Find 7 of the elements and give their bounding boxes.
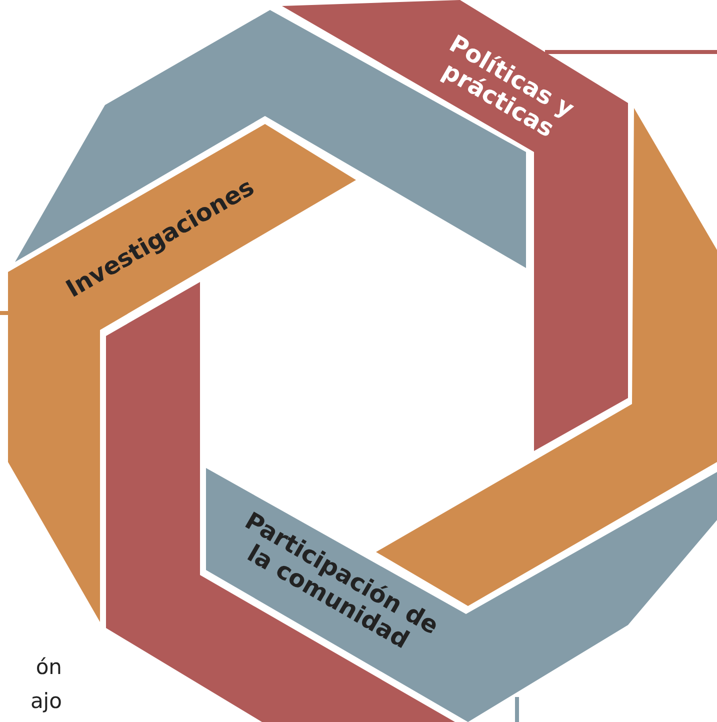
leader-line <box>545 50 717 54</box>
note-text: ón <box>34 654 62 681</box>
leader-line <box>0 311 9 315</box>
note-text: ajo <box>29 688 62 715</box>
ring-band <box>206 468 717 722</box>
leader-line <box>515 697 519 722</box>
ring-band <box>282 0 628 451</box>
